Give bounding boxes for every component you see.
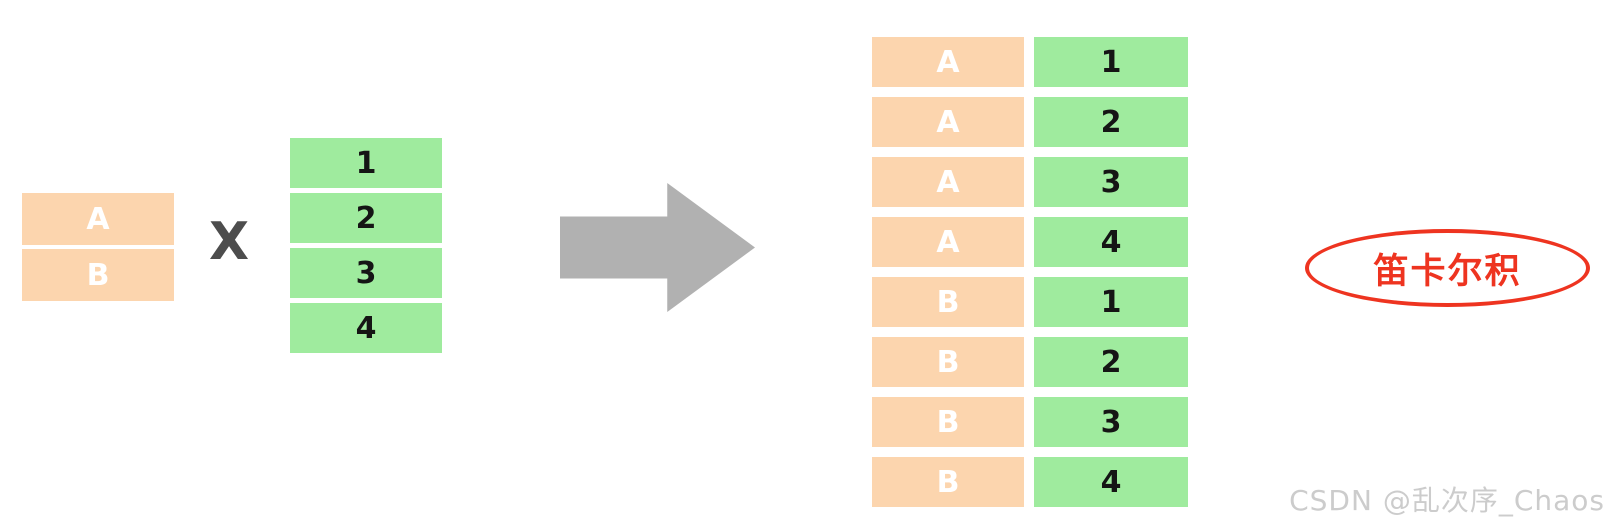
result-key-cell: B: [872, 277, 1024, 327]
numbers-table-cell: 4: [290, 303, 442, 353]
result-key-cell: A: [872, 217, 1024, 267]
table-row: A 1: [872, 37, 1188, 87]
watermark: CSDN @乱次序_Chaos: [1289, 484, 1605, 517]
letters-table: A B: [22, 193, 174, 301]
result-table: A 1 A 2 A 3 A 4 B 1 B 2 B 3 B 4: [872, 37, 1188, 507]
table-row: B 1: [872, 277, 1188, 327]
table-row: A 4: [872, 217, 1188, 267]
result-key-cell: B: [872, 337, 1024, 387]
result-value-cell: 1: [1034, 37, 1188, 87]
numbers-table-cell: 3: [290, 248, 442, 298]
multiply-operator: X: [208, 212, 250, 272]
letters-table-cell: B: [22, 249, 174, 301]
table-row: B 3: [872, 397, 1188, 447]
letters-table-cell: A: [22, 193, 174, 245]
result-value-cell: 4: [1034, 457, 1188, 507]
annotation-label: 笛卡尔积: [1373, 251, 1522, 292]
right-arrow-icon: [560, 183, 755, 312]
result-key-cell: B: [872, 397, 1024, 447]
result-value-cell: 3: [1034, 157, 1188, 207]
table-row: A 3: [872, 157, 1188, 207]
result-key-cell: A: [872, 97, 1024, 147]
result-value-cell: 1: [1034, 277, 1188, 327]
result-key-cell: A: [872, 37, 1024, 87]
numbers-table: 1 2 3 4: [290, 138, 442, 353]
result-value-cell: 2: [1034, 337, 1188, 387]
result-key-cell: B: [872, 457, 1024, 507]
cartesian-product-annotation: 笛卡尔积: [1305, 229, 1590, 307]
table-row: A 2: [872, 97, 1188, 147]
result-value-cell: 3: [1034, 397, 1188, 447]
result-value-cell: 2: [1034, 97, 1188, 147]
table-row: B 2: [872, 337, 1188, 387]
numbers-table-cell: 2: [290, 193, 442, 243]
result-value-cell: 4: [1034, 217, 1188, 267]
numbers-table-cell: 1: [290, 138, 442, 188]
result-key-cell: A: [872, 157, 1024, 207]
table-row: B 4: [872, 457, 1188, 507]
